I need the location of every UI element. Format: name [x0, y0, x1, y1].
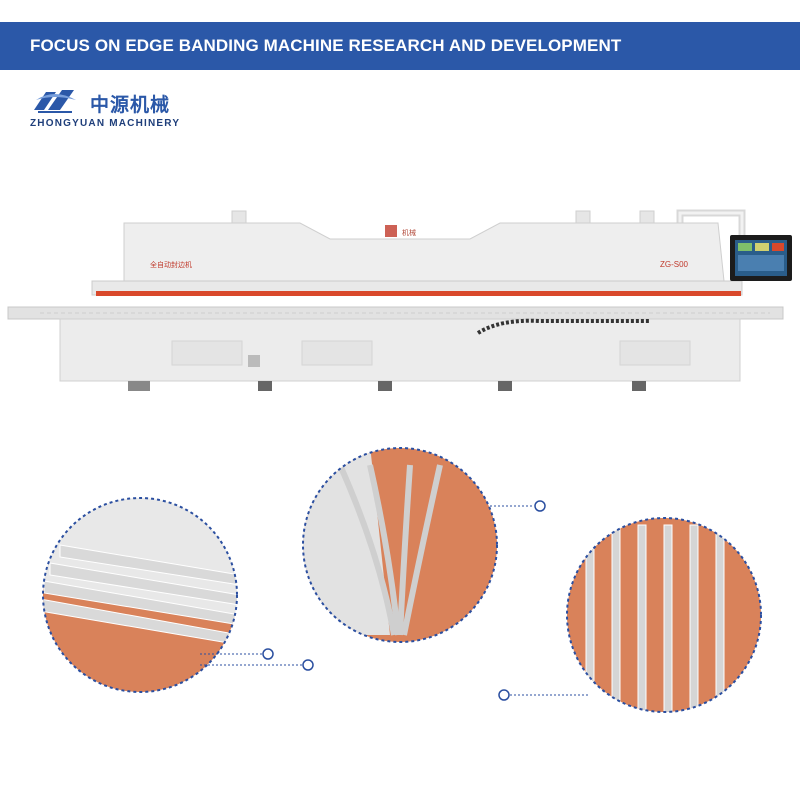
zy-logo-icon	[34, 90, 76, 113]
company-logo: 中源机械 ZHONGYUAN MACHINERY	[30, 86, 180, 132]
detail-closeups	[42, 447, 762, 713]
edge-banding-machine: 机械 ZG-S00 全自动封边机	[7, 209, 792, 391]
closeup-pointer-left	[262, 648, 274, 660]
banner-title: FOCUS ON EDGE BANDING MACHINE RESEARCH A…	[30, 36, 622, 55]
touch-screen-icon	[730, 235, 792, 281]
logo-chinese-name: 中源机械	[90, 94, 171, 116]
closeup-circle-right	[566, 517, 762, 713]
closeup-circle-left	[42, 497, 238, 693]
header-banner: FOCUS ON EDGE BANDING MACHINE RESEARCH A…	[0, 22, 800, 70]
closeup-pointer-right	[498, 689, 510, 701]
cover-model-label: ZG-S00	[660, 260, 689, 269]
closeup-circle-middle	[302, 447, 498, 643]
closeup-pointer-middle	[534, 500, 546, 512]
cover-slogan-text: 全自动封边机	[150, 260, 192, 269]
logo-english-name: ZHONGYUAN MACHINERY	[30, 118, 181, 129]
cover-brand-text: 机械	[402, 228, 416, 237]
